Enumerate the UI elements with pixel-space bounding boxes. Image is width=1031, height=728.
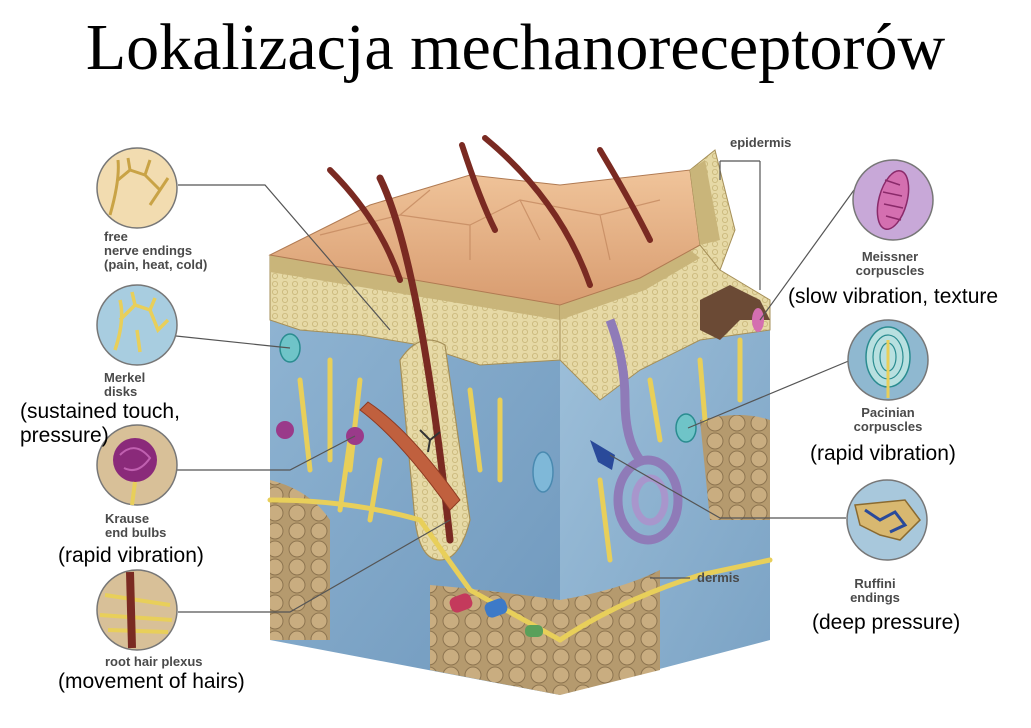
- merkel-disks-function-line-1: (sustained touch,: [20, 400, 180, 423]
- merkel-disks-line-2: disks: [104, 384, 138, 399]
- ruffini-endings-circle: [846, 479, 928, 561]
- ruffini-endings-function: (deep pressure): [812, 611, 961, 634]
- hair-5: [597, 147, 653, 243]
- meissner-corpuscles-circle: [852, 159, 934, 241]
- krause-end-bulbs-label: Krause end bulbs: [105, 512, 166, 540]
- krause-in-block-1: [276, 421, 294, 439]
- pacinian-corpuscles-label: Pacinian corpuscles: [838, 406, 938, 434]
- meissner-line-2: corpuscles: [855, 263, 925, 278]
- sweat-duct: [605, 318, 644, 463]
- krause-end-bulbs-circle: [96, 424, 178, 506]
- root-hair-plexus-circle: [96, 569, 178, 651]
- vessel-blue: [484, 598, 508, 618]
- krause-line-1: Krause: [105, 511, 150, 526]
- pacinian-corpuscles-circle: [847, 319, 929, 401]
- ruffini-line-1: Ruffini: [854, 576, 896, 591]
- free-nerve-endings-line-1: free: [104, 229, 128, 244]
- epidermis-label: epidermis: [730, 135, 792, 150]
- pacinian-line-1: Pacinian: [861, 405, 915, 420]
- free-nerve-endings-line-3: (pain, heat, cold): [104, 257, 208, 272]
- root-hair-plexus-label: root hair plexus: [105, 654, 203, 669]
- ruffini-endings-label: Ruffini endings: [835, 577, 915, 605]
- meissner-line-1: Meissner: [861, 249, 919, 264]
- pacinian-line-2: corpuscles: [853, 419, 923, 434]
- sweat-gland: [613, 455, 683, 545]
- free-nerve-endings-line-2: nerve endings: [104, 243, 193, 258]
- hair-2: [376, 174, 454, 544]
- hair-1: [327, 167, 403, 283]
- pacinian-in-block: [675, 413, 697, 443]
- ruffini-in-block: [590, 440, 615, 470]
- page-title: Lokalizacja mechanoreceptorów: [85, 11, 946, 84]
- merkel-disks-circle: [96, 284, 178, 366]
- hair-4: [482, 135, 593, 288]
- merkel-disks-label: Merkel disks: [104, 371, 145, 399]
- krause-line-2: end bulbs: [105, 525, 167, 540]
- merkel-disks-function-line-2: pressure): [20, 424, 109, 447]
- ruffini-line-2: endings: [850, 590, 900, 605]
- pacinian-corpuscles-function: (rapid vibration): [810, 442, 956, 465]
- root-hair-plexus-function: (movement of hairs): [58, 670, 245, 693]
- merkel-disks-function: (sustained touch, pressure): [20, 400, 180, 448]
- meissner-in-block: [752, 308, 764, 332]
- hair-3: [459, 142, 498, 233]
- vessel-red: [449, 593, 473, 613]
- dermis-label: dermis: [697, 570, 740, 585]
- meissner-corpuscles-label: Meissner corpuscles: [840, 250, 940, 278]
- free-nerve-endings-label: free nerve endings (pain, heat, cold): [104, 230, 207, 272]
- merkel-disks-line-1: Merkel: [104, 370, 146, 385]
- free-nerve-endings-circle: [96, 147, 178, 229]
- krause-end-bulbs-function: (rapid vibration): [58, 544, 204, 567]
- meissner-corpuscles-function: (slow vibration, texture: [788, 285, 999, 308]
- arrector-muscle: [359, 401, 461, 511]
